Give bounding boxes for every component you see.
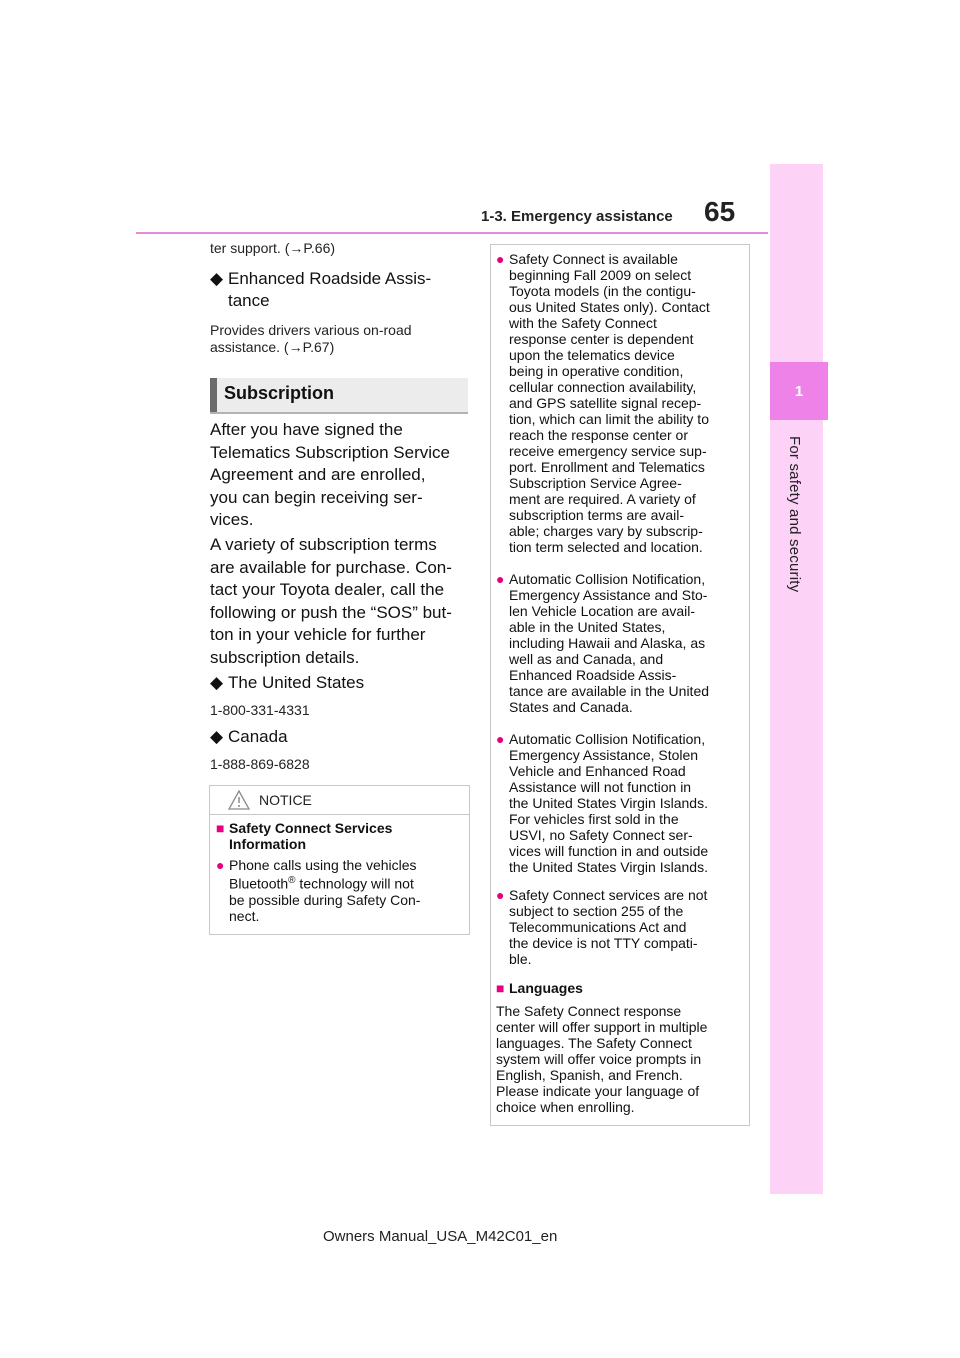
subscription-paragraph-2: A variety of subscription terms are avai… [210, 535, 452, 667]
roadside-heading: ◆Enhanced Roadside Assis- tance [210, 269, 432, 310]
round-bullet-icon: ● [216, 857, 225, 873]
text-line: tion term selected and location. [509, 539, 703, 555]
text-line: able in the United States, [509, 619, 666, 635]
text-line: the device is not TTY compati- [509, 935, 698, 951]
text-line: the United States Virgin Islands. [509, 795, 708, 811]
diamond-bullet-icon: ◆ [210, 673, 224, 692]
square-bullet-icon: ■ [496, 980, 505, 996]
text-line: Enhanced Roadside Assis- [509, 667, 677, 683]
us-phone: 1-800-331-4331 [210, 702, 310, 718]
text-line: system will offer voice prompts in [496, 1051, 702, 1067]
roadside-description: Provides drivers various on-road assista… [210, 322, 412, 355]
text-line: port. Enrollment and Telematics [509, 459, 705, 475]
text-line: Toyota models (in the contigu- [509, 283, 696, 299]
square-bullet-icon: ■ [216, 820, 225, 836]
text-line: Automatic Collision Notification, [509, 571, 706, 587]
round-bullet-icon: ● [496, 571, 505, 587]
text-line: being in operative condition, [509, 363, 684, 379]
text-line: ous United States only). Contact [509, 299, 710, 315]
notice-text: ● Phone calls using the vehicles Bluetoo… [216, 857, 421, 924]
text-line: ment are required. A variety of [509, 491, 696, 507]
text-line: well as and Canada, and [509, 651, 664, 667]
text-line: center will offer support in multiple [496, 1019, 708, 1035]
text-line: Automatic Collision Notification, [509, 731, 706, 747]
notice-label: NOTICE [259, 792, 312, 808]
info-item-coverage: ●Automatic Collision Notification,Emerge… [496, 571, 741, 715]
text-line: reach the response center or [509, 427, 688, 443]
section-title: 1-3. Emergency assistance [481, 208, 673, 225]
text-line: Subscription Service Agree- [509, 475, 682, 491]
text-line: Vehicle and Enhanced Road [509, 763, 686, 779]
notice-header: NOTICE [210, 786, 469, 815]
info-item-usvi: ●Automatic Collision Notification,Emerge… [496, 731, 741, 875]
text-line: response center is dependent [509, 331, 694, 347]
text-line: subscription terms are avail- [509, 507, 685, 523]
text-line: tion, which can limit the ability to [509, 411, 709, 427]
text-line: tance are available in the United [509, 683, 710, 699]
text-line: States and Canada. [509, 699, 633, 715]
subscription-paragraph-1: After you have signed the Telematics Sub… [210, 420, 450, 529]
side-tab [770, 164, 823, 1194]
page-link-66[interactable]: →P.66 [289, 240, 331, 256]
us-heading: ◆The United States [210, 673, 365, 692]
canada-phone: 1-888-869-6828 [210, 756, 310, 772]
diamond-bullet-icon: ◆ [210, 269, 224, 288]
text-line: Safety Connect is available [509, 251, 678, 267]
text-line: upon the telematics device [509, 347, 675, 363]
canada-heading: ◆Canada [210, 727, 288, 746]
text-line: vices will function in and outside [509, 843, 709, 859]
page-number: 65 [704, 196, 736, 227]
text-line: and GPS satellite signal recep- [509, 395, 702, 411]
text-line: Emergency Assistance and Sto- [509, 587, 708, 603]
text-line: choice when enrolling. [496, 1099, 635, 1115]
warning-triangle-icon [228, 790, 250, 810]
text-line: subject to section 255 of the [509, 903, 684, 919]
chapter-title: For safety and security [786, 436, 803, 593]
text-line: cellular connection availability, [509, 379, 697, 395]
round-bullet-icon: ● [496, 251, 505, 267]
chapter-number: 1 [794, 382, 804, 400]
text-line: The Safety Connect response [496, 1003, 682, 1019]
text-line: Emergency Assistance, Stolen [509, 747, 699, 763]
text-line: able; charges vary by subscrip- [509, 523, 703, 539]
text-line: English, Spanish, and French. [496, 1067, 683, 1083]
text-line: with the Safety Connect [509, 315, 657, 331]
text-line: ble. [509, 951, 532, 967]
subscription-heading: Subscription [210, 378, 468, 414]
footer-manual-id: Owners Manual_USA_M42C01_en [323, 1228, 558, 1245]
text-line: receive emergency service sup- [509, 443, 707, 459]
page-link-67[interactable]: →P.67 [288, 339, 330, 355]
diamond-bullet-icon: ◆ [210, 727, 224, 746]
languages-heading: ■Languages [496, 980, 583, 996]
text-line: Please indicate your language of [496, 1083, 700, 1099]
text-line: For vehicles first sold in the [509, 811, 679, 827]
text-line: the United States Virgin Islands. [509, 859, 708, 875]
text-line: USVI, no Safety Connect ser- [509, 827, 693, 843]
text-line: len Vehicle Location are avail- [509, 603, 696, 619]
text-line: Telecommunications Act and [509, 919, 687, 935]
text-line: Safety Connect services are not [509, 887, 708, 903]
continuation-text: ter support. (→P.66) [210, 240, 336, 256]
round-bullet-icon: ● [496, 887, 505, 903]
text-line: including Hawaii and Alaska, as [509, 635, 706, 651]
round-bullet-icon: ● [496, 731, 505, 747]
text-line: languages. The Safety Connect [496, 1035, 692, 1051]
chapter-number-tab[interactable]: 1 [770, 362, 828, 420]
text-line: beginning Fall 2009 on select [509, 267, 692, 283]
text-line: Assistance will not function in [509, 779, 692, 795]
header-rule [136, 232, 768, 234]
